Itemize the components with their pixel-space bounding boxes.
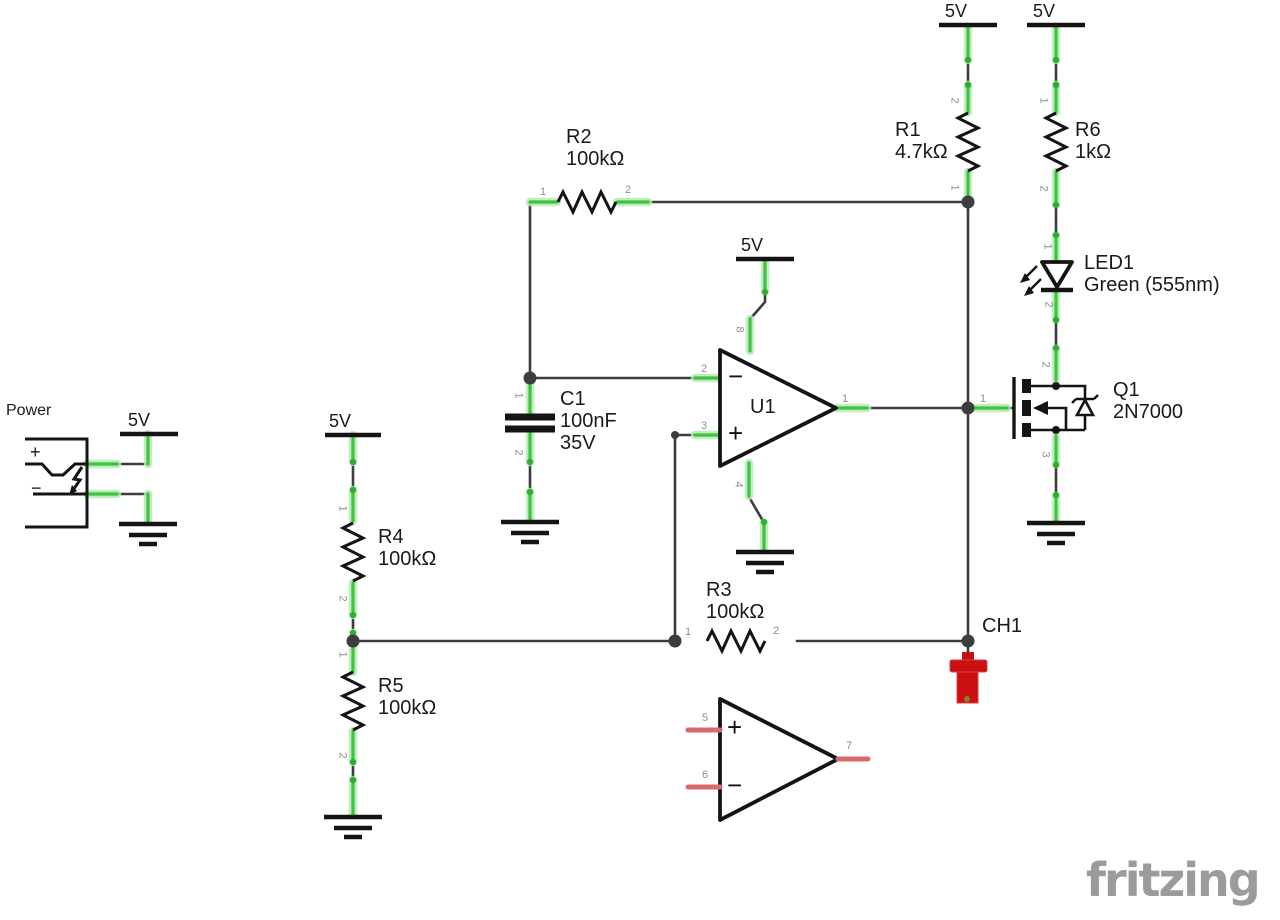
pin-label-u1-3: 3 — [701, 420, 708, 432]
u1-name-label[interactable]: U1 — [750, 396, 776, 418]
resistor-r1[interactable] — [954, 111, 982, 173]
r5-ground[interactable] — [324, 814, 382, 840]
u1-plus-sign: + — [728, 418, 744, 448]
power-plus-sign: + — [30, 442, 41, 462]
c1-ground[interactable] — [501, 519, 559, 545]
pin-label-r5-2: 2 — [336, 752, 349, 759]
u1-ground[interactable] — [736, 549, 794, 575]
body-diode — [1056, 384, 1099, 430]
q1-value-label[interactable]: 2N7000 — [1113, 401, 1184, 423]
led1-name-label[interactable]: LED1 — [1084, 252, 1135, 274]
pin-label-u1-4: 4 — [732, 481, 745, 488]
rail-label-u1-5v[interactable]: 5V — [741, 235, 764, 255]
ch1-label[interactable]: CH1 — [982, 615, 1023, 637]
pin-label-r1-2: 2 — [948, 97, 961, 104]
probe-ch1[interactable] — [949, 652, 988, 704]
opamp-u1[interactable] — [718, 348, 838, 468]
lightning-icon — [69, 466, 84, 495]
r3-value-label[interactable]: 100kΩ — [706, 601, 765, 623]
pin-label-c1-1: 1 — [512, 392, 525, 399]
u1-minus-sign: − — [728, 361, 744, 391]
pin-label-q1-source: 3 — [1039, 451, 1052, 458]
wires[interactable] — [115, 58, 1058, 782]
c1-name-label[interactable]: C1 — [560, 388, 586, 410]
probe-tip-dot — [964, 696, 970, 702]
r4-value-label[interactable]: 100kΩ — [378, 548, 437, 570]
resistor-r6[interactable] — [1042, 111, 1070, 173]
resistor-r5[interactable] — [339, 670, 367, 732]
pin-label-r5-1: 1 — [336, 651, 349, 658]
resistor-r2[interactable] — [556, 188, 618, 216]
opamp-u1b[interactable] — [685, 697, 871, 822]
led-emission-arrows-icon — [1020, 265, 1042, 296]
r4-name-label[interactable]: R4 — [378, 526, 404, 548]
pin-label-r4-1: 1 — [336, 505, 349, 512]
mosfet-q1[interactable] — [1012, 377, 1099, 439]
pin-label-led1-1: 1 — [1041, 243, 1054, 250]
power-connector[interactable] — [25, 437, 89, 529]
pin-label-u1b-7: 7 — [846, 740, 853, 752]
c1-value-label[interactable]: 100nF — [560, 410, 617, 432]
c1-voltage-label[interactable]: 35V — [560, 432, 596, 454]
pin-label-r2-2: 2 — [625, 184, 632, 196]
pin-label-led1-2: 2 — [1042, 301, 1055, 308]
rail-label-r6-5v[interactable]: 5V — [1033, 1, 1056, 21]
u1b-plus-sign: + — [727, 712, 743, 742]
led-led1[interactable] — [1020, 260, 1074, 296]
power-minus-sign: − — [31, 478, 42, 498]
pin-label-u1-8: 8 — [733, 326, 746, 333]
lead-joint-dots — [349, 56, 1060, 784]
r5-value-label[interactable]: 100kΩ — [378, 697, 437, 719]
r6-value-label[interactable]: 1kΩ — [1075, 141, 1112, 163]
q1-ground[interactable] — [1027, 520, 1085, 546]
pin-label-u1b-6: 6 — [702, 769, 709, 781]
pin-label-u1b-5: 5 — [702, 712, 709, 724]
pin-label-r6-1: 1 — [1037, 97, 1050, 104]
pin-label-q1-gate: 1 — [980, 393, 987, 405]
led1-value-label[interactable]: Green (555nm) — [1084, 274, 1220, 296]
pin-label-r6-2: 2 — [1037, 185, 1050, 192]
pin-label-c1-2: 2 — [512, 449, 525, 456]
pin-label-u1-1: 1 — [842, 393, 849, 405]
pin-label-r4-2: 2 — [336, 595, 349, 602]
pin-label-r2-1: 1 — [540, 186, 547, 198]
u1b-minus-sign: − — [727, 770, 743, 800]
pin-label-r1-1: 1 — [948, 184, 961, 191]
resistor-r4[interactable] — [339, 521, 367, 583]
q1-name-label[interactable]: Q1 — [1113, 379, 1140, 401]
r1-value-label[interactable]: 4.7kΩ — [895, 141, 948, 163]
r5-name-label[interactable]: R5 — [378, 675, 404, 697]
junction-dots — [346, 195, 975, 648]
capacitor-c1[interactable] — [505, 413, 555, 433]
pin-label-u1-2: 2 — [701, 363, 708, 375]
pin-label-r3-1: 1 — [685, 626, 692, 638]
r6-name-label[interactable]: R6 — [1075, 119, 1101, 141]
r1-name-label[interactable]: R1 — [895, 119, 921, 141]
rail-label-r1-5v[interactable]: 5V — [945, 1, 968, 21]
power-ground[interactable] — [119, 521, 177, 547]
rail-label-power-5v[interactable]: 5V — [128, 410, 151, 430]
fritzing-watermark: fritzing — [1086, 853, 1261, 907]
resistor-r3[interactable] — [705, 627, 767, 655]
r2-name-label[interactable]: R2 — [566, 126, 592, 148]
rail-label-r4-5v[interactable]: 5V — [329, 411, 352, 431]
power-label[interactable]: Power — [6, 402, 52, 419]
pin-label-q1-drain: 2 — [1039, 361, 1052, 368]
pin-label-r3-2: 2 — [773, 625, 780, 637]
r2-value-label[interactable]: 100kΩ — [566, 148, 625, 170]
r3-name-label[interactable]: R3 — [706, 579, 732, 601]
